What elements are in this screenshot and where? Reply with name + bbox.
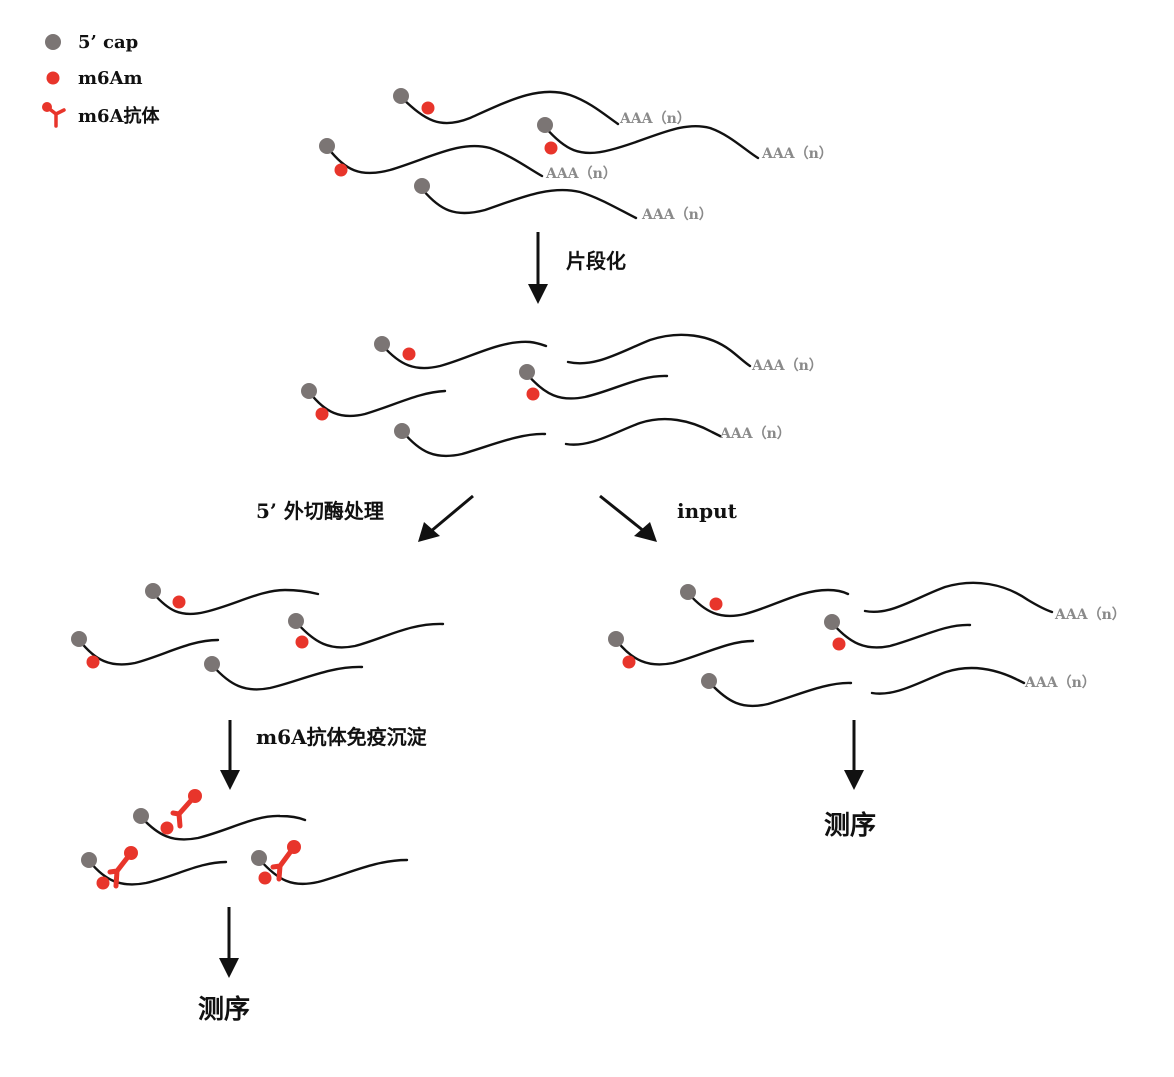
polya-tail-label: AAA（n）: [619, 111, 691, 127]
cap-dot-icon: [680, 584, 696, 600]
exonuclease-treated-group: [71, 583, 445, 691]
cap-dot-icon: [133, 808, 149, 824]
antibody-icon: [107, 846, 138, 889]
mrna-strand: AAA（n）: [393, 88, 691, 127]
cap-dot-icon: [251, 850, 267, 866]
input-arrow: [599, 494, 657, 542]
fragmentation-label: 片段化: [566, 249, 626, 273]
m6am-dot-icon: [622, 655, 636, 669]
cap-dot-icon: [608, 631, 624, 647]
cap-dot-icon: [824, 614, 840, 630]
polya-tail-label: AAA（n）: [719, 426, 791, 442]
exonuclease-label: 5’ 外切酶处理: [256, 499, 384, 523]
polya-tail-label: AAA（n）: [641, 207, 713, 223]
mrna-strand: AAA（n）: [414, 178, 713, 223]
cap-dot-icon: [301, 383, 317, 399]
cap-dot-icon: [319, 138, 335, 154]
m6am-dot-icon: [526, 387, 540, 401]
m6am-dot-icon: [172, 595, 186, 609]
m6am-dot-icon: [295, 635, 309, 649]
polya-tail-label: AAA（n）: [545, 166, 617, 182]
m6am-dot-icon: [544, 141, 558, 155]
polya-tail-label: AAA（n）: [1054, 607, 1126, 623]
immunoprecipitation-arrow: [220, 720, 240, 790]
fragmented-mrna-group: AAA（n） AAA（n）: [301, 333, 823, 458]
cap-dot-icon: [414, 178, 430, 194]
cap-dot-icon: [204, 656, 220, 672]
mrna-strand: AAA（n）: [537, 117, 833, 162]
cap-dot-icon: [374, 336, 390, 352]
antibody-bound-group: [81, 789, 409, 890]
fragmentation-arrow: [528, 232, 548, 304]
exonuclease-arrow: [418, 494, 474, 542]
cap-dot-icon: [45, 34, 61, 50]
cap-dot-icon: [81, 852, 97, 868]
m6am-dot-icon: [709, 597, 723, 611]
legend-m6am-label: m6Am: [78, 68, 143, 89]
cap-dot-icon: [701, 673, 717, 689]
m6am-dot-icon: [86, 655, 100, 669]
m6am-dot-icon: [832, 637, 846, 651]
m6am-dot-icon: [315, 407, 329, 421]
antibody-icon: [42, 102, 66, 128]
polya-tail-label: AAA（n）: [1024, 675, 1096, 691]
cap-dot-icon: [394, 423, 410, 439]
mrna-strand: AAA（n）: [319, 138, 617, 182]
polya-tail-label: AAA（n）: [761, 146, 833, 162]
m6am-dot-icon: [402, 347, 416, 361]
legend-cap-label: 5’ cap: [78, 32, 138, 53]
m6am-dot-icon: [421, 101, 435, 115]
legend-antibody-label: m6A抗体: [78, 105, 161, 127]
legend: 5’ cap m6Am m6A抗体: [42, 32, 161, 128]
cap-dot-icon: [537, 117, 553, 133]
cap-dot-icon: [288, 613, 304, 629]
sequencing-arrow-left: [219, 907, 239, 978]
sequencing-label-left: 测序: [198, 994, 250, 1025]
antibody-icon: [170, 789, 202, 829]
sequencing-label-right: 测序: [824, 810, 876, 841]
cap-dot-icon: [393, 88, 409, 104]
m6am-dot-icon: [96, 876, 110, 890]
m6am-dot-icon: [160, 821, 174, 835]
input-fragment-group: AAA（n） AAA（n）: [608, 581, 1126, 708]
cap-dot-icon: [71, 631, 87, 647]
m6am-dot-icon: [334, 163, 348, 177]
m6am-dot-icon: [258, 871, 272, 885]
cap-dot-icon: [519, 364, 535, 380]
antibody-icon: [270, 840, 301, 882]
input-label: input: [677, 499, 738, 523]
full-length-mrna-group: AAA（n） AAA（n） AAA（n） AAA（n）: [319, 88, 833, 223]
m6am-dot-icon: [46, 71, 60, 85]
cap-dot-icon: [145, 583, 161, 599]
polya-tail-label: AAA（n）: [751, 358, 823, 374]
immunoprecipitation-label: m6A抗体免疫沉淀: [256, 725, 428, 749]
sequencing-arrow-right: [844, 720, 864, 790]
